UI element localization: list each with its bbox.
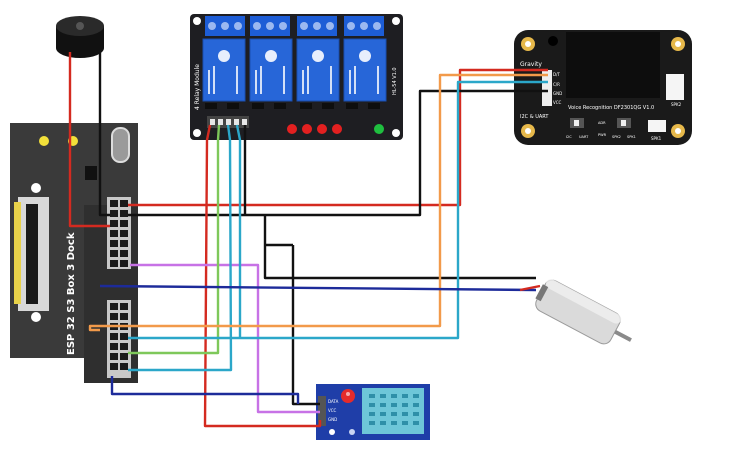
bottom-label: PWR xyxy=(598,133,607,137)
spk2-connector xyxy=(666,74,684,100)
pin-label: D/T xyxy=(553,72,560,77)
vibration-motor xyxy=(535,279,632,345)
wire-relay-cyan xyxy=(128,124,233,372)
wire-buzzer-red xyxy=(68,52,110,228)
dht-vents xyxy=(369,394,419,425)
wire-dock-navy xyxy=(110,376,300,404)
wires xyxy=(68,52,548,428)
gravity-label: Gravity xyxy=(520,61,542,68)
side-pins xyxy=(14,202,21,304)
pin-label: C/R xyxy=(553,82,560,87)
relay-pin-header xyxy=(207,116,249,128)
switch-label: I2C & UART xyxy=(520,114,549,120)
usb-port xyxy=(111,127,130,163)
microphone xyxy=(548,36,558,46)
dht-pin-label: GND xyxy=(328,417,337,422)
relay-led xyxy=(317,124,327,134)
bottom-label: SPK1 xyxy=(627,135,636,139)
pin-header-bottom xyxy=(107,300,131,378)
relay-led xyxy=(332,124,342,134)
wire-motor-red xyxy=(519,284,541,292)
relay-led xyxy=(287,124,297,134)
dht-pin-labels: DATA VCC GND xyxy=(328,399,339,422)
wire-relay-gnd xyxy=(128,89,548,217)
voice-connector xyxy=(542,70,552,106)
chip xyxy=(85,166,97,180)
wire-relay-green xyxy=(128,124,221,355)
wire-relay-vcc xyxy=(128,68,548,207)
bottom-label: ADR xyxy=(598,121,606,125)
mounting-hole xyxy=(31,183,41,193)
spk1-label: SPK1 xyxy=(651,136,662,141)
voice-recognition-module: Gravity D/T C/R GND VCC Voice Recognitio… xyxy=(514,30,692,145)
dht-sensor: DATA VCC GND xyxy=(316,384,430,440)
dock-led xyxy=(39,136,49,146)
pin-header-top xyxy=(107,197,131,269)
dht-pin-label: DATA xyxy=(328,399,339,404)
voice-title-label: Voice Recognition DF2301QG V1.0 xyxy=(568,105,654,111)
buzzer xyxy=(56,16,104,58)
relay-terminal-blocks xyxy=(205,16,384,36)
bottom-label: UART xyxy=(579,135,589,139)
wire-dht-gnd-drop xyxy=(291,245,320,406)
relay-indicator-leds xyxy=(287,124,384,134)
relay-led xyxy=(302,124,312,134)
wire-voice-cyan xyxy=(128,80,548,340)
dht-pins xyxy=(318,396,326,426)
wire-voice-orange xyxy=(88,73,548,332)
voice-switches xyxy=(570,118,631,128)
wire-buzzer-black xyxy=(98,52,110,217)
mounting-hole xyxy=(31,312,41,322)
dht-pin-label: VCC xyxy=(328,408,337,413)
relay-transistors xyxy=(205,103,380,109)
wire-relay-cyan-2 xyxy=(235,124,242,338)
esp32-dock: ESP 32 S3 Box 3 Dock xyxy=(10,123,138,383)
wire-dht-gnd xyxy=(263,215,536,280)
voice-bottom-labels: I2C UART ADR PWR SPK2 SPK1 xyxy=(566,121,636,139)
wire-motor-navy xyxy=(99,284,537,292)
voice-chip xyxy=(566,32,660,98)
relay-model-label: HL-54 V1.0 xyxy=(392,67,398,95)
relay-led xyxy=(374,124,384,134)
bottom-label: SPK2 xyxy=(612,135,621,139)
side-connector-slot xyxy=(26,204,38,304)
voice-pin-labels: D/T C/R GND VCC xyxy=(553,72,562,105)
relay-module: 4 Relay Module HL-54 V1.0 xyxy=(190,14,403,140)
spk2-label: SPK2 xyxy=(671,102,682,107)
wire-relay-red xyxy=(203,124,322,428)
bottom-label: I2C xyxy=(566,135,572,139)
relays xyxy=(202,38,387,102)
relay-brand-label: 4 Relay Module xyxy=(194,64,201,110)
dock-label: ESP 32 S3 Box 3 Dock xyxy=(66,232,77,355)
pin-label: VCC xyxy=(553,100,562,105)
pin-label: GND xyxy=(553,91,562,96)
spk1-connector xyxy=(648,120,666,132)
